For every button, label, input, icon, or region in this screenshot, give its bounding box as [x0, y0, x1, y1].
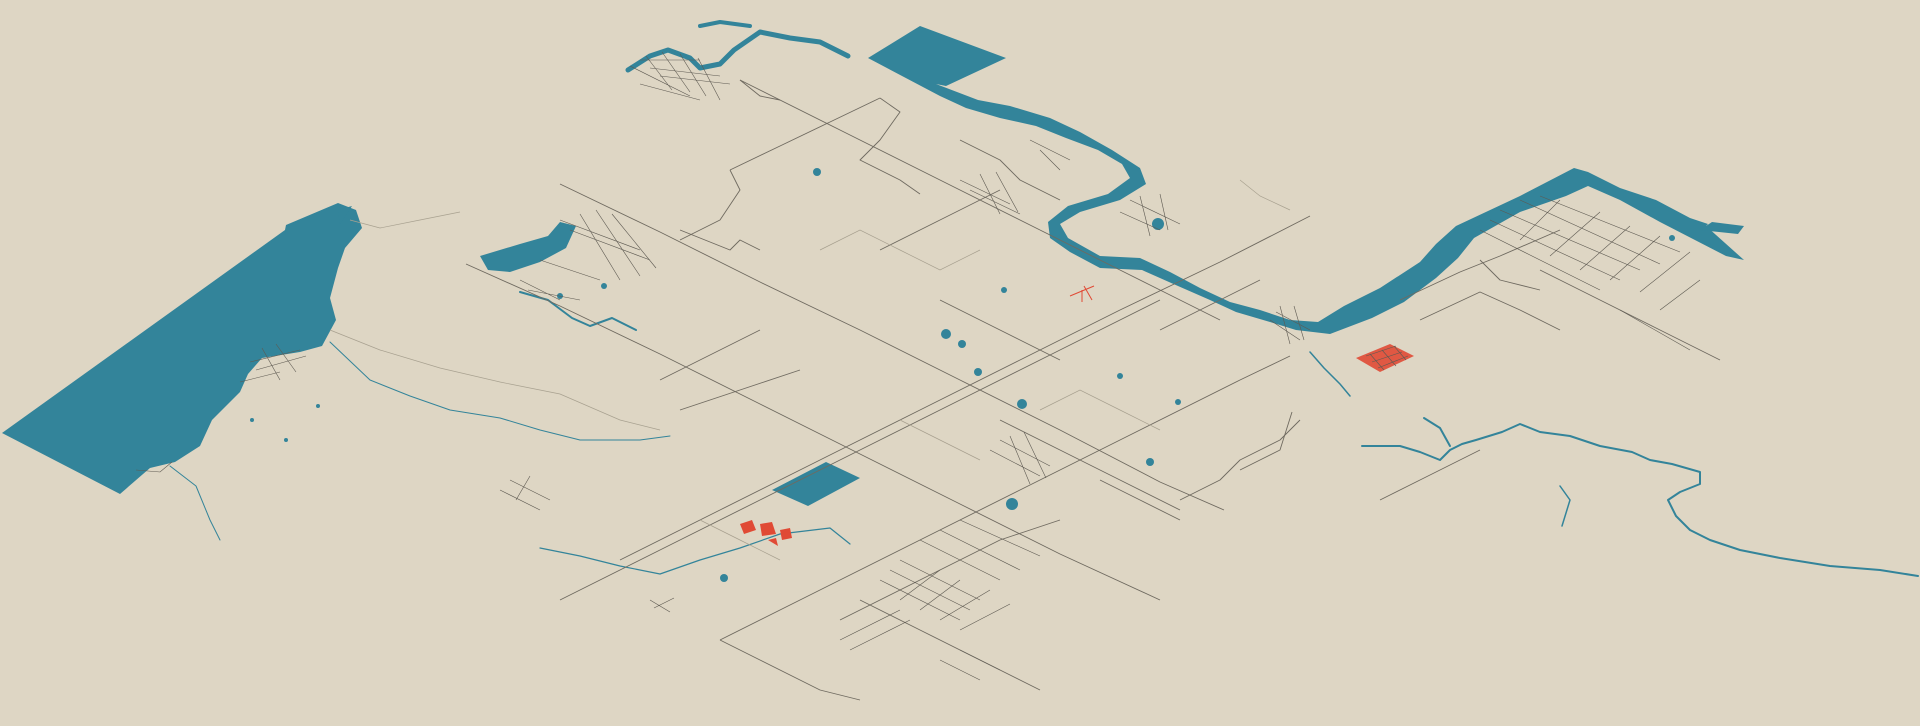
highlighted-area-east	[1356, 344, 1414, 372]
large-lake	[2, 203, 362, 494]
highlighted-blobs-south	[740, 520, 792, 546]
highway-network	[465, 79, 1721, 701]
small-ponds	[250, 168, 1675, 582]
main-river	[868, 26, 1744, 334]
south-east-rivers	[1309, 351, 1919, 577]
town-grids	[135, 51, 1701, 681]
left-streams	[169, 341, 851, 575]
west-town-river	[480, 222, 637, 331]
north-creek	[625, 20, 851, 73]
rural-tracks	[329, 179, 1291, 561]
highlighted-roads-central	[1069, 285, 1095, 302]
central-pond	[772, 462, 860, 506]
